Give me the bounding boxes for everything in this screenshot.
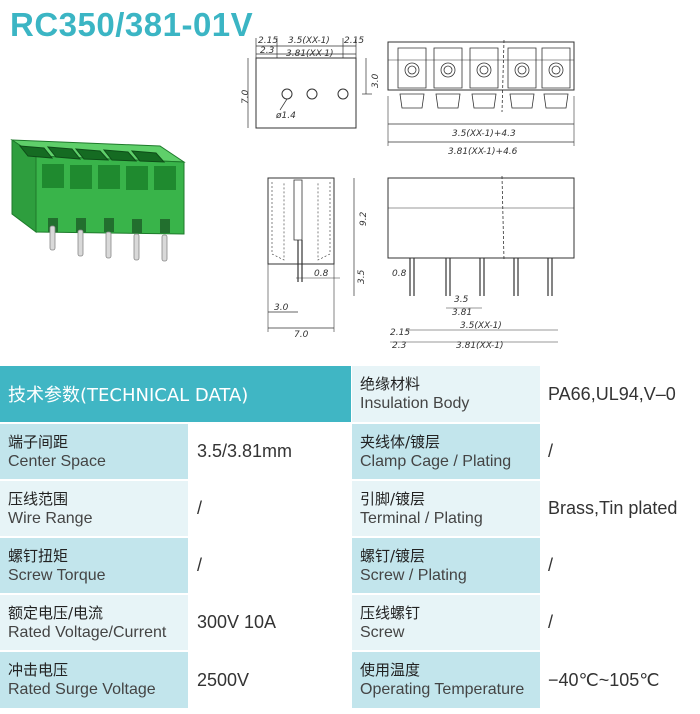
clamp-cage-label: 夹线体/镀层 Clamp Cage / Plating [352, 424, 540, 479]
dim-70: 7.0 [241, 89, 251, 104]
product-title: RC350/381-01V [10, 6, 254, 43]
front-view-drawing: 3.5(XX-1)+4.3 3.81(XX-1)+4.6 [382, 36, 582, 157]
product-illustration [10, 139, 186, 272]
surge-voltage-value: 2500V [191, 652, 351, 708]
table-row: 压线范围 Wire Range / 引脚/镀层 Terminal / Plati… [0, 481, 700, 536]
screw-torque-value: / [191, 538, 351, 593]
table-header-row: 技术参数(TECHNICAL DATA) 绝缘材料 Insulation Bod… [0, 366, 700, 422]
dim-hole: ø1.4 [275, 111, 296, 121]
surge-voltage-label: 冲击电压 Rated Surge Voltage [0, 652, 188, 708]
dim-08: 0.8 [314, 269, 329, 279]
dim-215-right: 2.15 [344, 36, 364, 46]
screw-value: / [542, 595, 700, 650]
table-row: 冲击电压 Rated Surge Voltage 2500V 使用温度 Oper… [0, 652, 700, 708]
dim-381xx: 3.81(XX-1) [286, 49, 334, 59]
top-view-drawing: 2.15 2.3 3.5(XX-1) 3.81(XX-1) 2.15 7.0 3… [241, 36, 381, 142]
insulation-label: 绝缘材料 Insulation Body [352, 366, 540, 422]
terminal-plating-value: Brass,Tin plated [542, 481, 700, 536]
screw-plating-value: / [542, 538, 700, 593]
dim-30: 3.0 [371, 73, 381, 88]
dim-381xx-profile: 3.81(XX-1) [456, 341, 504, 350]
clamp-cage-value: / [542, 424, 700, 479]
rated-voltage-label: 额定电压/电流 Rated Voltage/Current [0, 595, 188, 650]
dim-35xx: 3.5(XX-1) [288, 36, 330, 46]
terminal-plating-label: 引脚/镀层 Terminal / Plating [352, 481, 540, 536]
dim-35xx-profile: 3.5(XX-1) [460, 321, 502, 331]
dim-381-profile: 3.81 [452, 308, 472, 318]
dim-35-profile: 3.5 [454, 295, 469, 305]
side-view-drawing: 9.2 0.8 3.5 3.0 7.0 [244, 172, 369, 340]
dim-92: 9.2 [359, 211, 369, 226]
screw-torque-label: 螺钉扭矩 Screw Torque [0, 538, 188, 593]
dim-70-side: 7.0 [294, 330, 309, 340]
screw-label: 压线螺钉 Screw [352, 595, 540, 650]
dim-23: 2.3 [260, 46, 275, 56]
screw-plating-label: 螺钉/镀层 Screw / Plating [352, 538, 540, 593]
dim-width-35: 3.5(XX-1)+4.3 [452, 129, 516, 139]
center-space-value: 3.5/3.81mm [191, 424, 351, 479]
technical-data-header: 技术参数(TECHNICAL DATA) [0, 366, 351, 422]
table-row: 额定电压/电流 Rated Voltage/Current 300V 10A 压… [0, 595, 700, 650]
dim-23-profile: 2.3 [392, 341, 407, 350]
rated-voltage-value: 300V 10A [191, 595, 351, 650]
profile-view-drawing: 0.8 3.5 3.81 2.15 2.3 3.5(XX-1) 3.81(XX-… [382, 172, 582, 350]
insulation-value: PA66,UL94,V–0 [542, 366, 700, 422]
technical-data-heading: 技术参数(TECHNICAL DATA) [8, 385, 249, 406]
center-space-label: 端子间距 Center Space [0, 424, 188, 479]
dim-width-381: 3.81(XX-1)+4.6 [448, 147, 518, 157]
technical-data-table: 技术参数(TECHNICAL DATA) 绝缘材料 Insulation Bod… [0, 366, 700, 714]
table-row: 端子间距 Center Space 3.5/3.81mm 夹线体/镀层 Clam… [0, 424, 700, 479]
dim-35-side: 3.5 [357, 269, 367, 284]
table-row: 螺钉扭矩 Screw Torque / 螺钉/镀层 Screw / Platin… [0, 538, 700, 593]
wire-range-label: 压线范围 Wire Range [0, 481, 188, 536]
dim-215-profile: 2.15 [390, 328, 410, 338]
dim-08-profile: 0.8 [392, 269, 407, 279]
dim-215-left: 2.15 [258, 36, 278, 46]
wire-range-value: / [191, 481, 351, 536]
operating-temperature-label: 使用温度 Operating Temperature [352, 652, 540, 708]
dim-30-side: 3.0 [274, 303, 289, 313]
operating-temperature-value: −40℃~105℃ [542, 652, 700, 708]
